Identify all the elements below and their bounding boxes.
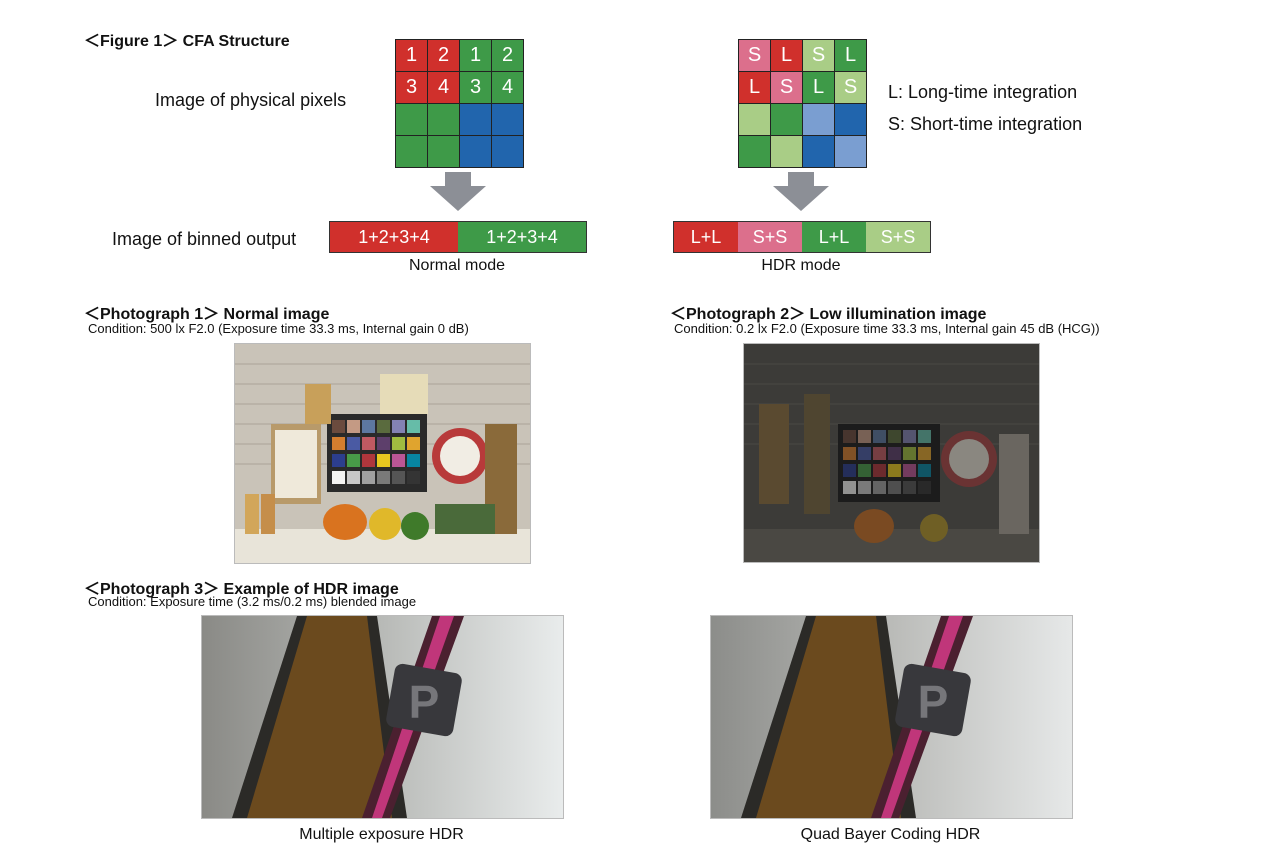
pixel-cell: 3 [460, 72, 491, 103]
pixel-cell [492, 104, 523, 135]
quad-bayer-caption: Quad Bayer Coding HDR [800, 826, 981, 843]
binned-segment: S+S [866, 222, 930, 252]
normal-image-photo [234, 343, 531, 564]
hdr-cfa-grid: S L S L L S L S [738, 39, 867, 168]
pixel-cell [771, 136, 802, 167]
normal-binned-bar: 1+2+3+4 1+2+3+4 [329, 221, 587, 253]
binned-segment: 1+2+3+4 [458, 222, 586, 252]
photo3-condition: Condition: Exposure time (3.2 ms/0.2 ms)… [88, 594, 417, 609]
pixel-cell [771, 104, 802, 135]
legend-long: L: Long-time integration [888, 82, 1078, 102]
badge-letter: P [409, 676, 440, 728]
photo1-condition: Condition: 500 lx F2.0 (Exposure time 33… [88, 321, 469, 336]
hdr-mode-caption: HDR mode [761, 257, 841, 274]
pixel-cell: S [771, 72, 802, 103]
pixel-cell: L [803, 72, 834, 103]
binned-segment: 1+2+3+4 [330, 222, 458, 252]
pixel-cell [739, 136, 770, 167]
pixel-cell: 3 [396, 72, 427, 103]
hdr-binned-bar: L+L S+S L+L S+S [673, 221, 931, 253]
multiple-exposure-hdr-photo: P [201, 615, 564, 819]
down-arrow-icon [773, 172, 829, 211]
pixel-cell [460, 136, 491, 167]
pixel-cell [460, 104, 491, 135]
pixel-cell [396, 104, 427, 135]
pixel-cell [492, 136, 523, 167]
photo2-condition: Condition: 0.2 lx F2.0 (Exposure time 33… [674, 321, 1100, 336]
pixel-cell: L [739, 72, 770, 103]
pixel-cell: 2 [428, 40, 459, 71]
pixel-cell: S [803, 40, 834, 71]
normal-mode-caption: Normal mode [408, 257, 506, 274]
pixel-cell [428, 136, 459, 167]
low-illumination-photo [743, 343, 1040, 563]
pixel-cell: 1 [460, 40, 491, 71]
binned-segment: L+L [802, 222, 866, 252]
pixel-cell: 4 [492, 72, 523, 103]
pixel-cell: S [739, 40, 770, 71]
pixel-cell: L [835, 40, 866, 71]
multiple-exposure-caption: Multiple exposure HDR [299, 826, 464, 843]
photo2-heading: ＜Photograph 2＞ Low illumination image [670, 306, 987, 323]
binned-segment: S+S [738, 222, 802, 252]
pixel-cell: S [835, 72, 866, 103]
pixel-cell [428, 104, 459, 135]
pixel-cell [739, 104, 770, 135]
pixel-cell [803, 104, 834, 135]
photo3-heading: ＜Photograph 3＞ Example of HDR image [84, 581, 399, 598]
photo1-heading: ＜Photograph 1＞ Normal image [84, 306, 330, 323]
pixel-cell [835, 136, 866, 167]
quad-bayer-hdr-photo: P [710, 615, 1073, 819]
pixel-cell [835, 104, 866, 135]
pixel-cell: 1 [396, 40, 427, 71]
normal-cfa-grid: 1 2 1 2 3 4 3 4 [395, 39, 524, 168]
pixel-cell [396, 136, 427, 167]
binned-segment: L+L [674, 222, 738, 252]
pixel-cell: 2 [492, 40, 523, 71]
down-arrow-icon [430, 172, 486, 211]
pixel-cell: L [771, 40, 802, 71]
badge-letter: P [918, 676, 949, 728]
pixel-cell: 4 [428, 72, 459, 103]
binned-output-label: Image of binned output [112, 229, 297, 249]
figure1-heading: ＜Figure 1＞ CFA Structure [84, 33, 290, 50]
legend-short: S: Short-time integration [888, 114, 1083, 134]
physical-pixels-label: Image of physical pixels [155, 90, 347, 110]
pixel-cell [803, 136, 834, 167]
